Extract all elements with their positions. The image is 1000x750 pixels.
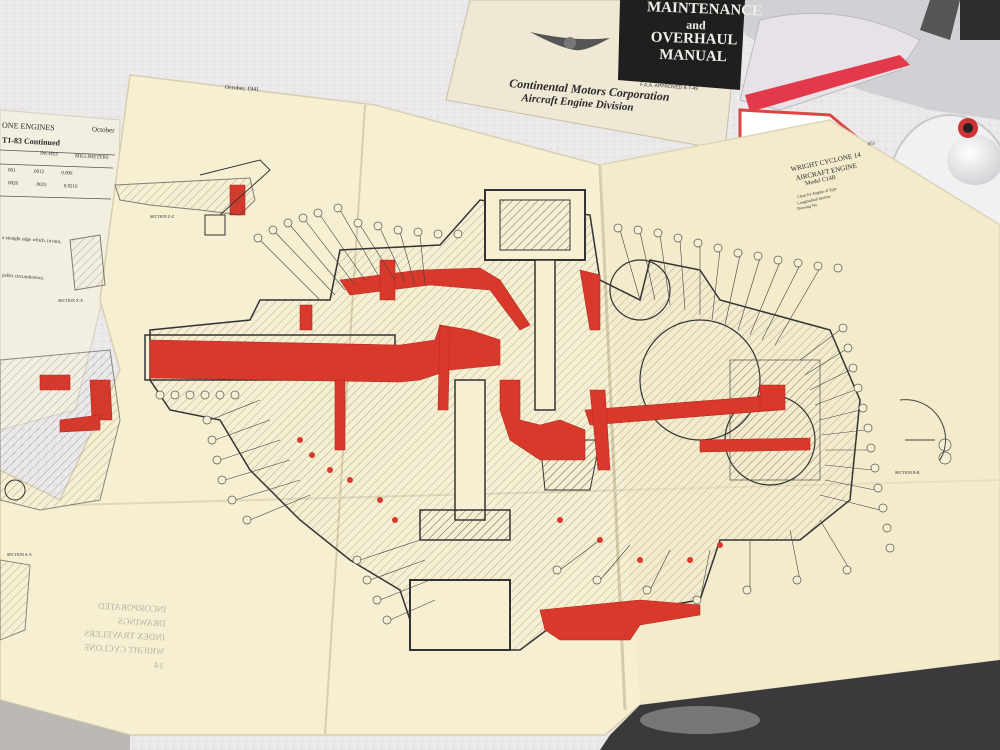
- left-sheet: [0, 109, 121, 431]
- section-mark-2: SECTION X-X: [58, 298, 83, 303]
- manual-booklet: [445, 0, 745, 151]
- oil-flow-arrows: [297, 437, 723, 563]
- left-sheet-col-label-1: INCHES: [39, 151, 59, 158]
- section-mark-4: SECTION B-B: [895, 470, 920, 475]
- section-mark-1: SECTION Z-Z: [150, 214, 175, 219]
- detail-drawing-left: [0, 234, 121, 641]
- callout-balloons: [155, 203, 952, 625]
- engine-diagram-sheet: [0, 74, 1000, 736]
- floor-shadow-bottom: [0, 660, 1000, 750]
- detail-drawing-top: [114, 159, 271, 236]
- reverse-showthrough-text: INCORPORATED DRAWINGS INDEX TRAVELERS WR…: [83, 600, 167, 671]
- callout-leaders: [209, 209, 881, 621]
- section-mark-3: SECTION A-A: [7, 552, 32, 557]
- left-sheet-header-right: October: [91, 125, 115, 135]
- detail-drawing-right: [899, 399, 947, 461]
